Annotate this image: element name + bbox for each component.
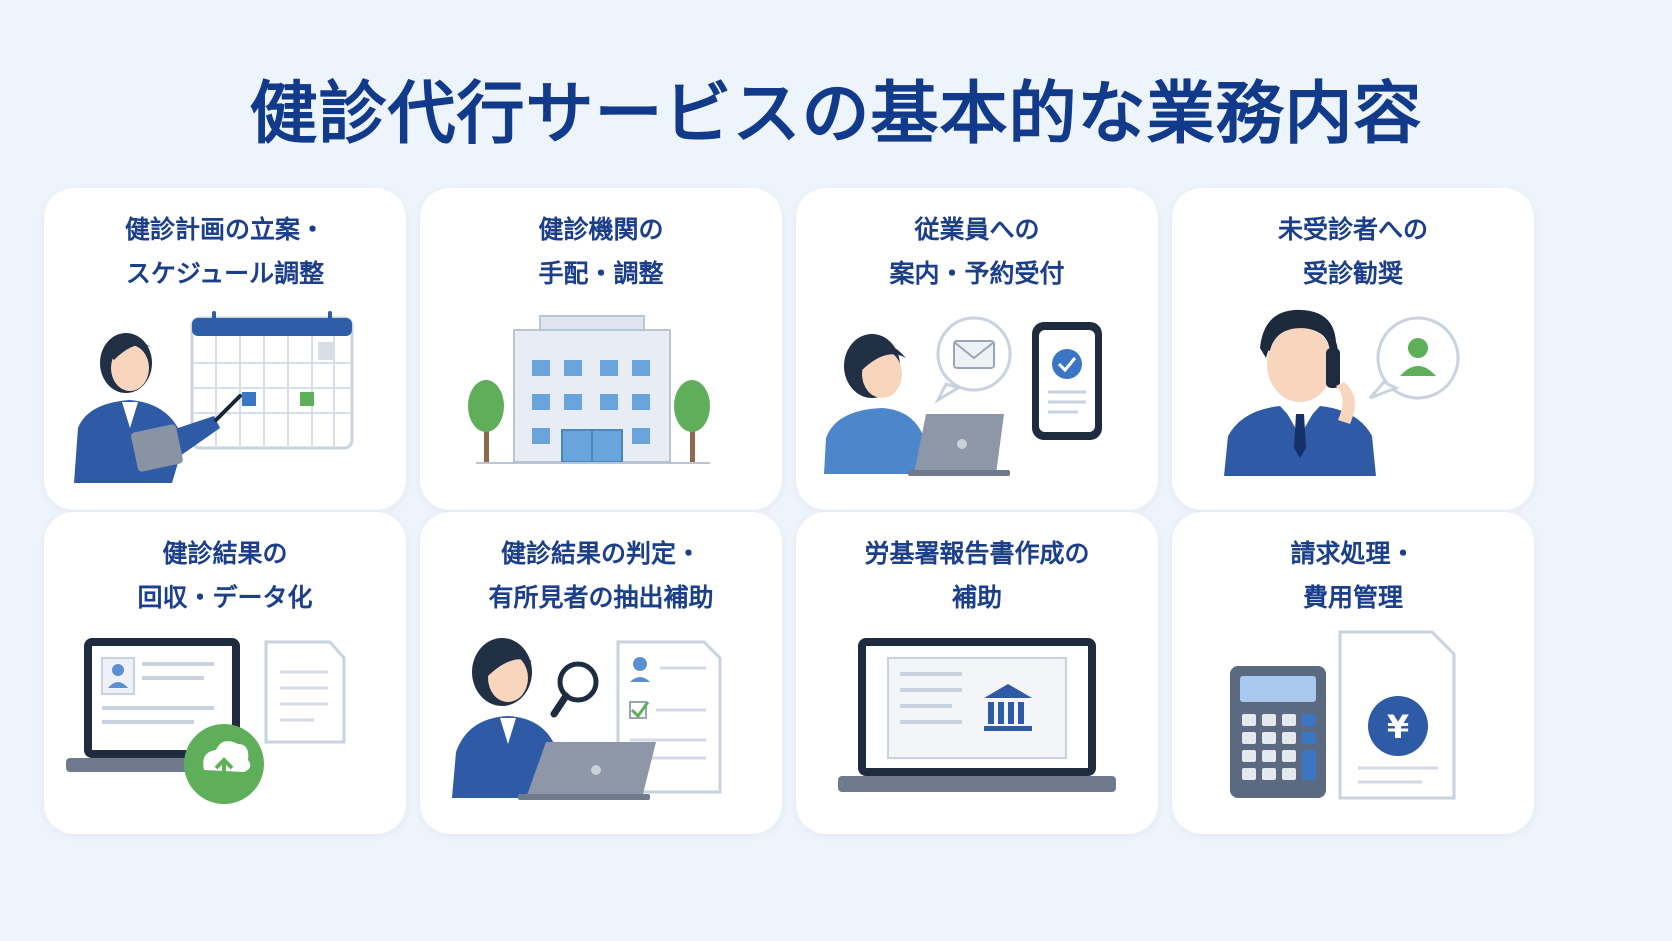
card-non-examinee-reminder: 未受診者への 受診勧奨: [1172, 188, 1534, 510]
svg-text:¥: ¥: [1387, 708, 1409, 746]
card-result-collection: 健診結果の 回収・データ化: [44, 512, 406, 834]
card-title: 健診機関の 手配・調整: [538, 215, 664, 288]
card-title: 健診結果の 回収・データ化: [137, 539, 313, 612]
billing-calculator-icon: ¥: [1230, 630, 1456, 800]
card-employee-booking: 従業員への 案内・予約受付: [796, 188, 1158, 510]
card-title: 従業員への 案内・予約受付: [889, 215, 1065, 288]
card-title: 請求処理・ 費用管理: [1290, 539, 1416, 612]
card-title: 健診結果の判定・ 有所見者の抽出補助: [488, 539, 714, 612]
card-billing-cost: 請求処理・ 費用管理 ¥: [1172, 512, 1534, 834]
calendar-planning-icon: [74, 311, 354, 483]
result-review-icon: [452, 638, 722, 800]
card-labor-report: 労基署報告書作成の 補助: [796, 512, 1158, 834]
card-title: 未受診者への 受診勧奨: [1277, 215, 1428, 288]
card-institution-arrangement: 健診機関の 手配・調整: [420, 188, 782, 510]
card-result-judgment: 健診結果の判定・ 有所見者の抽出補助: [420, 512, 782, 834]
data-upload-icon: [66, 638, 346, 804]
page-title: 健診代行サービスの基本的な業務内容: [249, 75, 1423, 154]
report-document-icon: [838, 638, 1116, 792]
card-schedule-planning: 健診計画の立案・ スケジュール調整: [44, 188, 406, 510]
hospital-building-icon: [468, 315, 710, 464]
card-title: 健診計画の立案・ スケジュール調整: [124, 215, 325, 288]
card-title: 労基署報告書作成の 補助: [864, 539, 1090, 612]
phone-call-icon: [1224, 309, 1460, 476]
booking-notification-icon: [824, 316, 1102, 476]
